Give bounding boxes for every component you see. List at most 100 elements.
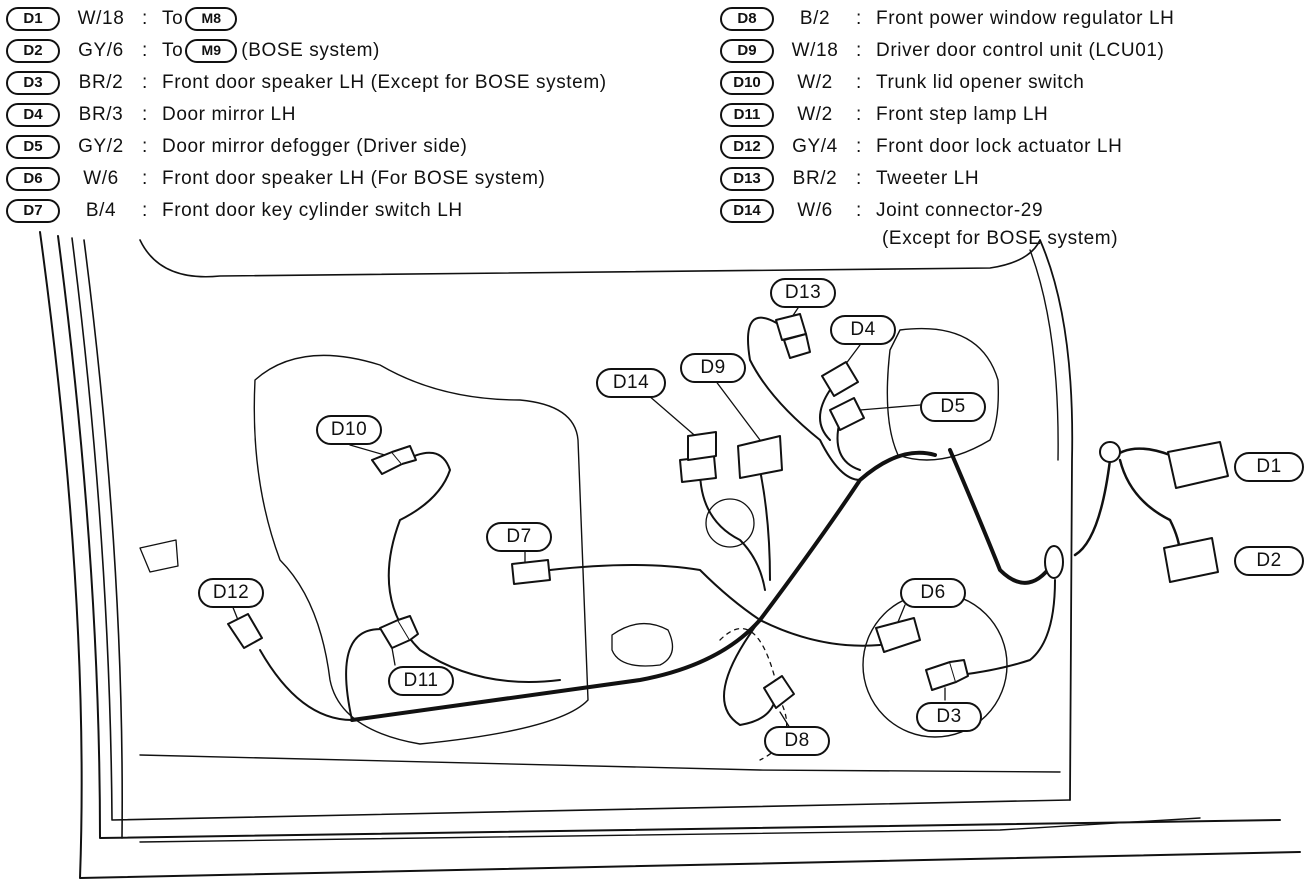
colon-separator: : xyxy=(856,8,862,29)
wire-color-code: W/18 xyxy=(791,40,839,61)
callout-d4: D4 xyxy=(830,315,896,345)
wire-color-code: BR/2 xyxy=(78,72,124,93)
colon-separator: : xyxy=(142,200,148,221)
description-text: Tweeter LH xyxy=(876,168,980,189)
colon-separator: : xyxy=(856,136,862,157)
harness-to-d10 xyxy=(387,451,561,683)
connector-d11 xyxy=(379,615,419,649)
harness-to-d3 xyxy=(959,579,1056,676)
description-text: Front door lock actuator LH xyxy=(876,136,1123,157)
colon-separator: : xyxy=(856,168,862,189)
description-text: Trunk lid opener switch xyxy=(876,72,1085,93)
harness-to-d7 xyxy=(549,564,761,621)
connector-d6 xyxy=(875,617,921,653)
callout-d10: D10 xyxy=(316,415,382,445)
connector-d1 xyxy=(1099,441,1229,489)
wire-color-code: W/18 xyxy=(77,8,125,29)
description-text: Front door speaker LH (Except for BOSE s… xyxy=(162,72,607,93)
connector-d3 xyxy=(925,659,969,691)
description-text: Driver door control unit (LCU01) xyxy=(876,40,1165,61)
description-text: Door mirror LH xyxy=(162,104,297,125)
door-right-edge-2 xyxy=(1029,249,1059,461)
colon-separator: : xyxy=(856,40,862,61)
colon-separator: : xyxy=(142,136,148,157)
callout-d1: D1 xyxy=(1234,452,1304,482)
callout-d9: D9 xyxy=(680,353,746,383)
door-outline-outer xyxy=(39,231,1301,879)
harness-to-d4 xyxy=(819,389,831,441)
connector-id-badge: D4 xyxy=(6,103,60,127)
description-text: To xyxy=(162,8,184,29)
description-text: To xyxy=(162,40,184,61)
callout-d11: D11 xyxy=(388,666,454,696)
ref-connector-badge: M9 xyxy=(185,39,238,63)
small-hole-1 xyxy=(705,498,755,548)
colon-separator: : xyxy=(856,72,862,93)
description-text: Front door speaker LH (For BOSE system) xyxy=(162,168,546,189)
left-clip xyxy=(139,539,179,573)
connector-id-badge: D13 xyxy=(720,167,774,191)
colon-separator: : xyxy=(142,104,148,125)
connector-d4 xyxy=(821,361,859,397)
grommet xyxy=(1044,545,1064,579)
colon-separator: : xyxy=(142,8,148,29)
harness-to-d8 xyxy=(723,619,776,726)
wire-color-code: B/2 xyxy=(799,8,831,29)
callout-d12: D12 xyxy=(198,578,264,608)
leader-d6 xyxy=(897,604,906,623)
connector-id-badge: D1 xyxy=(6,7,60,31)
leader-d9 xyxy=(714,379,761,441)
description-text: Front step lamp LH xyxy=(876,104,1049,125)
wire-color-code: BR/2 xyxy=(792,168,838,189)
leader-d5 xyxy=(859,404,921,411)
harness-to-d1 xyxy=(948,448,1057,585)
colon-separator: : xyxy=(856,200,862,221)
door-outline-4 xyxy=(83,239,123,839)
harness-to-d11 xyxy=(345,628,391,721)
legend-continuation-text: (Except for BOSE system) xyxy=(882,228,1119,249)
wire-color-code: W/6 xyxy=(797,200,833,221)
wire-color-code: GY/4 xyxy=(792,136,838,157)
leader-d4 xyxy=(844,344,861,366)
callout-d8: D8 xyxy=(764,726,830,756)
wire-color-code: W/2 xyxy=(797,104,833,125)
connector-id-badge: D7 xyxy=(6,199,60,223)
callout-d13: D13 xyxy=(770,278,836,308)
small-hole-2 xyxy=(611,623,674,667)
ref-connector-badge: M8 xyxy=(185,7,238,31)
wire-color-code: W/2 xyxy=(797,72,833,93)
main-harness xyxy=(350,450,937,722)
connector-d8 xyxy=(763,675,795,709)
harness-to-d14 xyxy=(699,469,766,591)
harness-to-d6 xyxy=(759,619,881,647)
wire-color-code: GY/6 xyxy=(78,40,124,61)
door-window-frame xyxy=(139,239,1041,278)
door-outline-3 xyxy=(71,237,1071,821)
harness-to-d12 xyxy=(259,649,353,721)
connector-id-badge: D11 xyxy=(720,103,774,127)
callout-d5: D5 xyxy=(920,392,986,422)
connector-d12 xyxy=(227,613,263,649)
connector-id-badge: D3 xyxy=(6,71,60,95)
wire-color-code: W/6 xyxy=(83,168,119,189)
connector-d7 xyxy=(511,559,551,585)
legend-row-d13: D13 BR/2: Tweeter LH xyxy=(720,164,979,194)
description-suffix: (BOSE system) xyxy=(241,40,380,61)
callout-d7: D7 xyxy=(486,522,552,552)
colon-separator: : xyxy=(142,168,148,189)
harness-to-d2 xyxy=(1118,458,1182,557)
door-outline-2 xyxy=(57,235,1281,839)
door-bottom-trim xyxy=(139,817,1201,843)
description-text: Door mirror defogger (Driver side) xyxy=(162,136,468,157)
description-text: Front power window regulator LH xyxy=(876,8,1175,29)
callout-d3: D3 xyxy=(916,702,982,732)
